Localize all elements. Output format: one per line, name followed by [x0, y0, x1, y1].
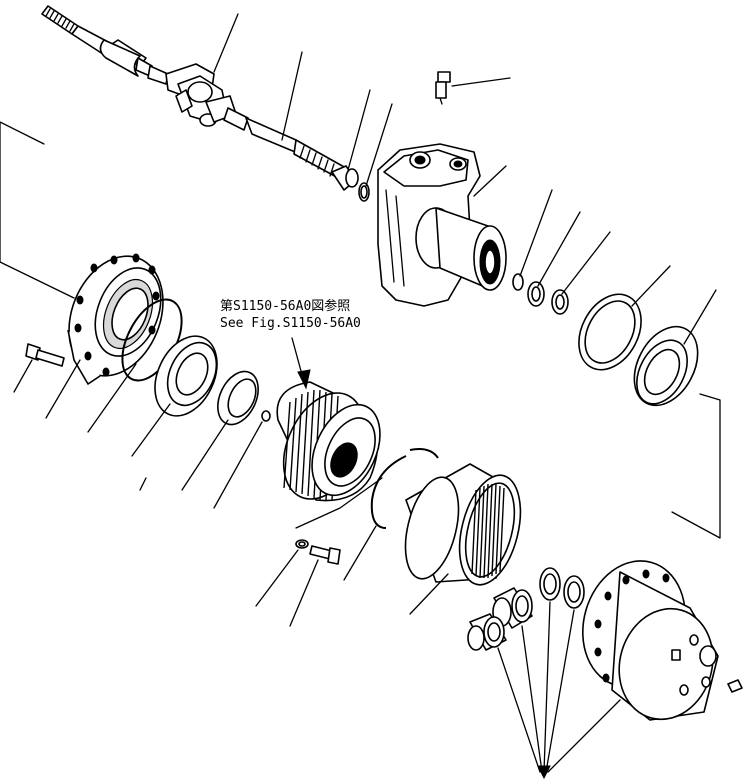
grease-fitting	[435, 71, 511, 105]
spacer-spindle	[527, 211, 581, 307]
hub	[0, 121, 164, 385]
reference-line-1: 第S1150-56A0図参照	[220, 298, 350, 314]
needle-bearing-small	[467, 613, 507, 651]
needle-bearing-large	[492, 587, 533, 629]
leader-carrier	[295, 477, 383, 529]
thrust-washer-2	[563, 575, 585, 609]
leader-o-ring	[87, 363, 137, 433]
leader-mark	[139, 477, 147, 491]
pin	[213, 410, 271, 509]
universal-joint	[165, 63, 237, 127]
snap-ring-gear	[343, 448, 439, 581]
planetary-carrier	[276, 337, 381, 502]
knuckle-housing	[377, 143, 507, 307]
leader-hub	[45, 359, 81, 419]
bearing-cup	[181, 370, 259, 491]
carrier-bolt	[289, 545, 341, 627]
seal-spindle	[551, 231, 611, 315]
snap-ring-shaft	[358, 103, 393, 202]
thrust-washer	[539, 567, 561, 601]
bearing-outer	[633, 289, 721, 539]
inner-shaft	[213, 13, 347, 181]
hub-bolt	[13, 343, 65, 393]
washer	[255, 539, 309, 607]
bearing-inner	[131, 335, 218, 457]
bundled-leaders	[497, 601, 621, 780]
plug-bolt	[727, 679, 743, 693]
reference-line-2: See Fig.S1150-56A0	[220, 316, 361, 331]
axle-shaft-assembly	[41, 5, 169, 85]
oil-seal-large	[578, 265, 671, 371]
snap-ring-spindle	[512, 189, 553, 291]
ring-gear	[404, 463, 522, 615]
sleeve	[331, 89, 371, 191]
reference-label: 第S1150-56A0図参照 See Fig.S1150-56A0	[220, 298, 361, 331]
wheel-cover	[582, 560, 719, 721]
